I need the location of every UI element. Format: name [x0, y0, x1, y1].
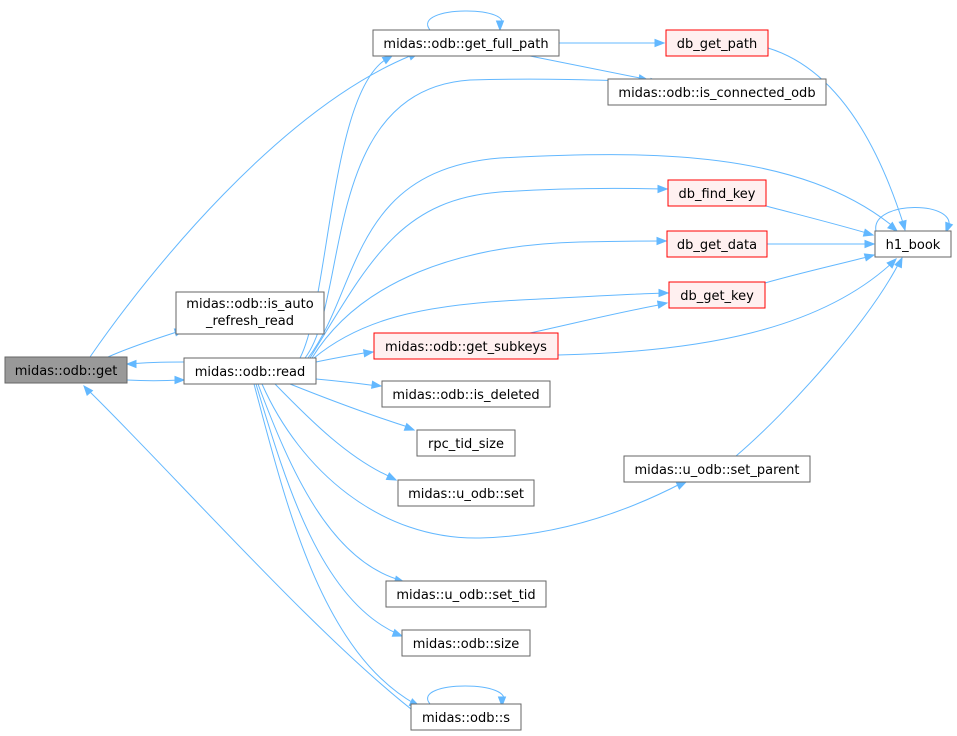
node-label: midas::odb::get_subkeys — [385, 340, 547, 355]
edge-read-to-set-tid — [257, 383, 406, 584]
arrowhead — [657, 184, 669, 194]
arrowhead — [658, 288, 670, 298]
arrowhead — [887, 221, 899, 232]
edge-get-subkeys-to-db-get-key — [529, 300, 669, 334]
node-h1-book[interactable]: h1_book — [874, 230, 952, 258]
node-label: midas::odb::get — [15, 364, 118, 379]
arrowhead — [656, 236, 668, 246]
arrowhead — [862, 228, 875, 237]
node-label: midas::odb::read — [195, 365, 306, 380]
arrowhead — [125, 359, 137, 369]
node-label: db_get_path — [677, 37, 757, 52]
edge-get-to-read — [126, 375, 186, 385]
node-s[interactable]: midas::odb::s — [410, 703, 522, 731]
node-label: midas::odb::is_deleted — [392, 388, 539, 403]
node-label: midas::odb::s — [422, 711, 510, 726]
arrowhead — [898, 219, 907, 232]
edge-db-get-data-to-h1-book — [767, 239, 876, 249]
edge-read-to-db-find-key — [309, 184, 669, 359]
node-label-line-2: _refresh_read — [205, 314, 294, 329]
node-label: db_get_data — [677, 238, 757, 253]
edge-read-to-is-deleted — [315, 378, 383, 389]
arrowhead — [403, 422, 416, 431]
node-is-deleted[interactable]: midas::odb::is_deleted — [381, 380, 551, 408]
arrowhead — [863, 253, 876, 262]
arrowhead — [363, 349, 375, 358]
node-label: midas::u_odb::set_tid — [396, 588, 535, 603]
node-get-subkeys[interactable]: midas::odb::get_subkeys — [373, 332, 559, 360]
arrowhead — [497, 696, 507, 708]
edge-get-full-path-to-db-get-path — [559, 38, 666, 48]
node-db-get-key[interactable]: db_get_key — [668, 281, 766, 309]
arrowhead — [174, 375, 186, 385]
node-size[interactable]: midas::odb::size — [401, 629, 531, 657]
edge-h1-book-to-h1-book — [875, 207, 954, 234]
edge-s-to-s — [427, 685, 507, 708]
arrowhead — [371, 380, 383, 389]
node-set-tid[interactable]: midas::u_odb::set_tid — [385, 580, 547, 608]
arrowhead — [656, 300, 669, 309]
edge-get-subkeys-to-h1-book — [557, 258, 897, 356]
node-label: h1_book — [886, 238, 941, 253]
arrowhead — [495, 20, 505, 32]
arrowhead — [894, 256, 903, 269]
edge-read-to-get — [125, 359, 185, 369]
edge-read-to-rpc-tid-size — [289, 383, 416, 431]
arrowhead — [654, 38, 666, 48]
arrowhead — [385, 472, 398, 481]
node-label-line-1: midas::odb::is_auto — [186, 297, 313, 312]
arrowhead — [381, 55, 394, 65]
node-get[interactable]: midas::odb::get — [4, 356, 128, 384]
edge-read-to-u-odb-set — [274, 383, 398, 481]
edge-set-parent-to-h1-book — [735, 256, 903, 457]
node-set-parent[interactable]: midas::u_odb::set_parent — [623, 455, 811, 483]
edge-s-to-get — [83, 384, 421, 717]
node-db-get-data[interactable]: db_get_data — [666, 230, 768, 258]
edge-read-to-h1-book — [307, 154, 899, 359]
arrowhead — [886, 258, 897, 269]
edge-read-to-get-subkeys — [315, 349, 375, 363]
edge-read-to-size — [255, 383, 404, 637]
node-rpc-tid-size[interactable]: rpc_tid_size — [416, 429, 516, 457]
node-label: midas::odb::size — [413, 637, 519, 652]
node-read[interactable]: midas::odb::read — [183, 357, 317, 385]
node-is-auto-refresh-read[interactable]: midas::odb::is_auto _refresh_read — [175, 291, 325, 335]
nodes-layer: midas::odb::get midas::odb::read midas::… — [4, 29, 952, 731]
node-label: rpc_tid_size — [428, 437, 504, 452]
node-is-connected-odb[interactable]: midas::odb::is_connected_odb — [607, 78, 827, 106]
node-label: midas::odb::get_full_path — [383, 37, 548, 52]
arrowhead — [945, 221, 954, 234]
node-label: midas::u_odb::set_parent — [635, 463, 800, 478]
node-label: db_find_key — [679, 187, 756, 202]
edge-read-to-db-get-key — [313, 288, 670, 359]
node-db-find-key[interactable]: db_find_key — [667, 179, 767, 207]
edge-db-get-key-to-h1-book — [764, 253, 876, 284]
edge-get-full-path-to-get-full-path — [427, 10, 505, 32]
arrowhead — [864, 239, 876, 249]
edge-read-to-is-auto-refresh-read — [107, 328, 186, 358]
arrowhead — [83, 384, 94, 396]
edge-read-to-set-parent — [261, 383, 688, 539]
edges-layer — [83, 10, 954, 717]
node-label: midas::u_odb::set — [408, 487, 524, 502]
edge-db-get-path-to-h1-book — [767, 47, 907, 232]
node-u-odb-set[interactable]: midas::u_odb::set — [397, 479, 535, 507]
arrowhead — [391, 628, 404, 637]
edge-db-find-key-to-h1-book — [765, 205, 875, 237]
edge-read-to-db-get-data — [311, 236, 668, 359]
edge-read-to-s — [253, 383, 421, 707]
node-label: db_get_key — [680, 289, 754, 304]
node-get-full-path[interactable]: midas::odb::get_full_path — [372, 29, 560, 57]
node-label: midas::odb::is_connected_odb — [618, 86, 815, 101]
node-db-get-path[interactable]: db_get_path — [665, 29, 769, 57]
